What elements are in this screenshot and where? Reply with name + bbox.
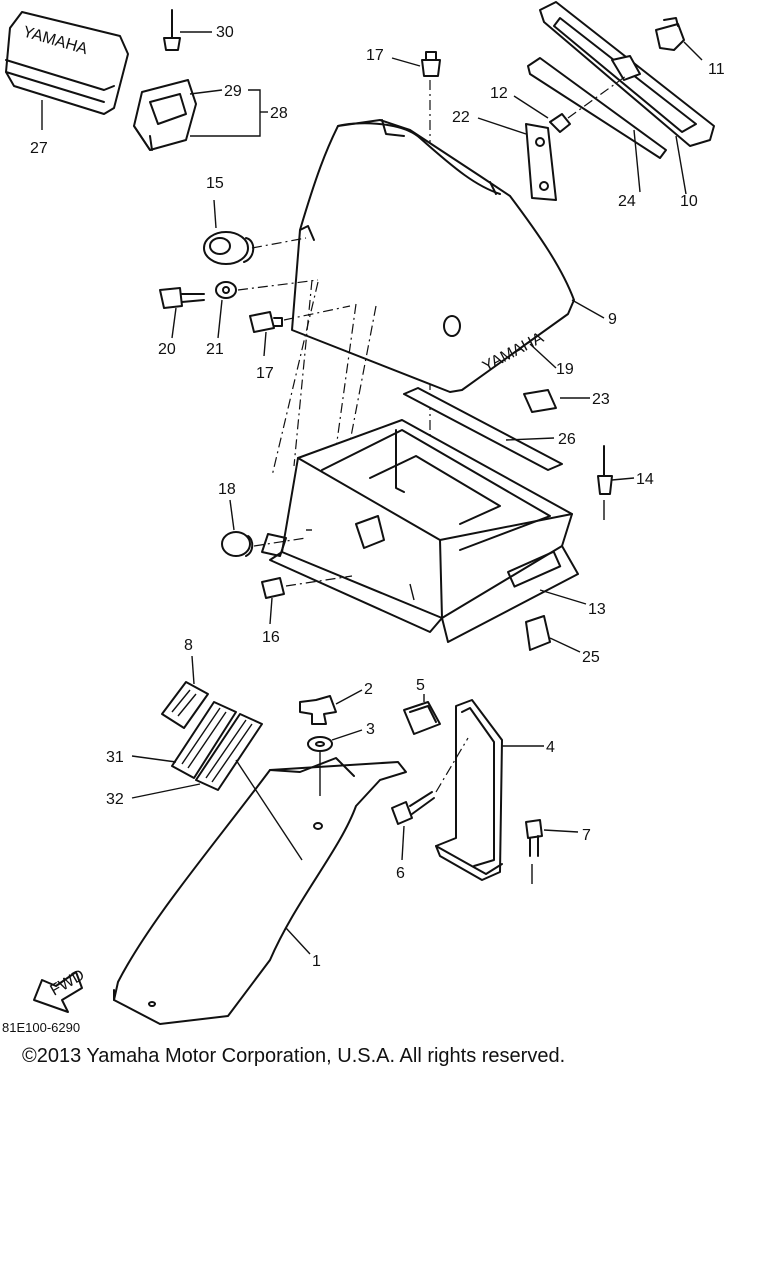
callout-13: 13 [588,601,606,618]
callout-15: 15 [206,175,224,192]
callout-3: 3 [366,721,375,738]
callout-8: 8 [184,637,193,654]
callout-17-lower: 17 [256,365,274,382]
part-17-grommet-lower [249,311,283,333]
callout-18: 18 [218,481,236,498]
callout-5: 5 [416,677,425,694]
part-12-cap [549,113,571,133]
callout-19: 19 [556,361,574,378]
part-31-pad [171,701,237,779]
part-25-clip [525,615,551,651]
callout-6: 6 [396,865,405,882]
callout-7: 7 [582,827,591,844]
callout-24: 24 [618,193,636,210]
part-2-wing-nut [299,695,337,725]
part-7-bolt [525,819,543,857]
part-15-grommet-large [203,231,255,265]
part-24-seal [527,57,667,159]
part-22-hinge-plate [525,123,557,201]
part-20-bolt [159,287,205,309]
part-14-pin [597,445,613,495]
part-4-bracket [435,699,503,881]
diagram-reference-code: 81E100-6290 [2,1020,81,1035]
fwd-arrow-icon: FWD [33,967,88,1013]
part-1-floor-tray [113,757,407,1025]
callout-22: 22 [452,109,470,126]
callout-12: 12 [490,85,508,102]
part-6-bolt [391,791,435,825]
part-11-knob [655,17,685,51]
callout-27: 27 [30,140,48,157]
callout-17-top: 17 [366,47,384,64]
part-16-nut [261,577,285,599]
callout-32: 32 [106,791,124,808]
callout-1: 1 [312,953,321,970]
part-10-lid-frame [539,1,715,147]
part-30-screw [163,9,212,51]
callout-29: 29 [224,83,242,100]
callout-23: 23 [592,391,610,408]
copyright-notice: ©2013 Yamaha Motor Corporation, U.S.A. A… [22,1045,566,1067]
callout-11: 11 [708,61,725,78]
part-3-washer [307,736,333,752]
callout-14: 14 [636,471,654,488]
part-18-grommet [221,531,254,557]
part-23-pad [523,389,557,413]
callout-10: 10 [680,193,698,210]
callout-16: 16 [262,629,280,646]
callout-20: 20 [158,341,176,358]
callout-30: 30 [216,24,234,41]
callout-26: 26 [558,431,576,448]
callout-2: 2 [364,681,373,698]
part-8-pad [161,681,209,729]
part-26-strip [403,387,563,471]
part-21-washer [215,281,237,299]
part-32-pad [195,713,263,791]
callout-9: 9 [608,311,617,328]
callout-25: 25 [582,649,600,666]
callout-28: 28 [270,105,288,122]
callout-21: 21 [206,341,224,358]
callout-31: 31 [106,749,124,766]
part-29-bracket [133,79,197,151]
part-17-grommet-top [421,51,441,77]
part-13-storage-box [261,419,579,643]
callout-4: 4 [546,739,555,756]
part-27-seat-cushion: YAMAHA [5,11,129,115]
parts-diagram: YAMAHA 27 30 29 28 17 11 10 24 [5,1,725,1025]
part-5-rubber-block [403,701,441,735]
